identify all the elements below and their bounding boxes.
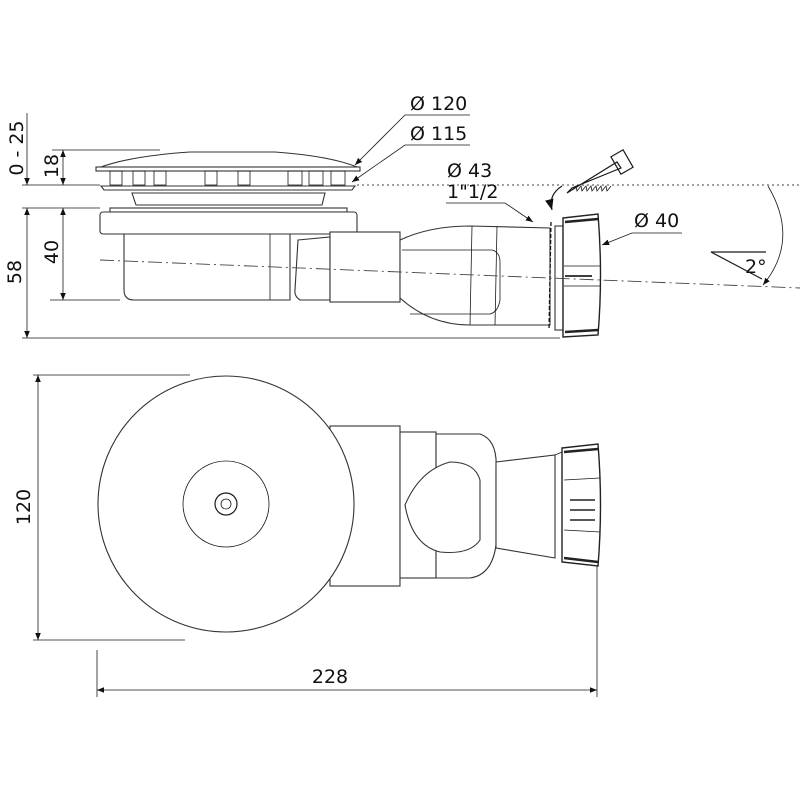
grate-outer-diameter-label: Ø 120 [410, 93, 467, 115]
top-view: 120 228 [13, 374, 602, 697]
outlet-top [329, 425, 602, 587]
dim-adjust-label: 0 - 25 [6, 120, 28, 175]
slope-label: 2° [745, 256, 767, 278]
nut [554, 213, 602, 338]
saw-icon [545, 149, 634, 211]
callouts: Ø 120 Ø 115 Ø 43 1"1/2 Ø 40 [351, 93, 682, 246]
grate-center-disc [182, 460, 270, 548]
dim-width-label: 120 [13, 489, 35, 525]
grate-circle [97, 375, 355, 633]
slope-indicator: 2° [710, 185, 784, 286]
outlet-diameter-label: Ø 43 [447, 160, 492, 182]
side-view: 0 - 25 18 58 40 [4, 93, 800, 339]
dim-grate-height-label: 18 [41, 154, 63, 178]
dim-length-label: 228 [312, 666, 348, 688]
grate-inner-diameter-label: Ø 115 [410, 123, 467, 145]
grate [95, 151, 361, 206]
drain-body [99, 207, 358, 301]
screw-head-icon [220, 498, 232, 510]
nut-diameter-label: Ø 40 [634, 210, 679, 232]
dim-total-height-label: 58 [4, 260, 26, 284]
pipe-centerline [99, 259, 800, 289]
outlet-thread-label: 1"1/2 [447, 181, 498, 203]
cut-line [548, 221, 552, 331]
dim-body-height-label: 40 [41, 240, 63, 264]
grate-screw [214, 492, 238, 516]
outlet-pipe [294, 225, 551, 326]
